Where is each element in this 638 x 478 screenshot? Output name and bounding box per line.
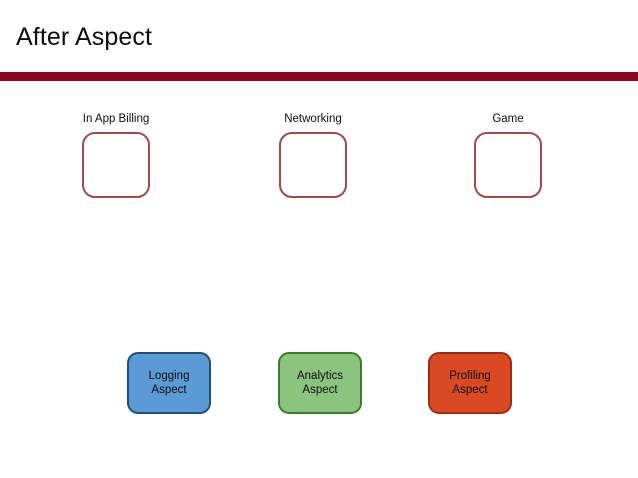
page-title: After Aspect xyxy=(16,23,152,51)
title-divider xyxy=(0,72,638,81)
module-box xyxy=(279,132,347,198)
aspect-analytics: Analytics Aspect xyxy=(278,352,362,414)
aspect-label: Profiling Aspect xyxy=(449,370,491,396)
aspect-label: Logging Aspect xyxy=(148,370,190,396)
module-networking: Networking xyxy=(258,112,368,198)
aspect-profiling: Profiling Aspect xyxy=(428,352,512,414)
aspect-logging: Logging Aspect xyxy=(127,352,211,414)
aspect-label: Analytics Aspect xyxy=(296,370,344,396)
module-in-app-billing: In App Billing xyxy=(61,112,171,198)
module-label: Game xyxy=(492,113,524,125)
module-label: Networking xyxy=(284,113,342,125)
module-box xyxy=(474,132,542,198)
module-box xyxy=(82,132,150,198)
module-game: Game xyxy=(453,112,563,198)
module-label: In App Billing xyxy=(82,113,150,125)
